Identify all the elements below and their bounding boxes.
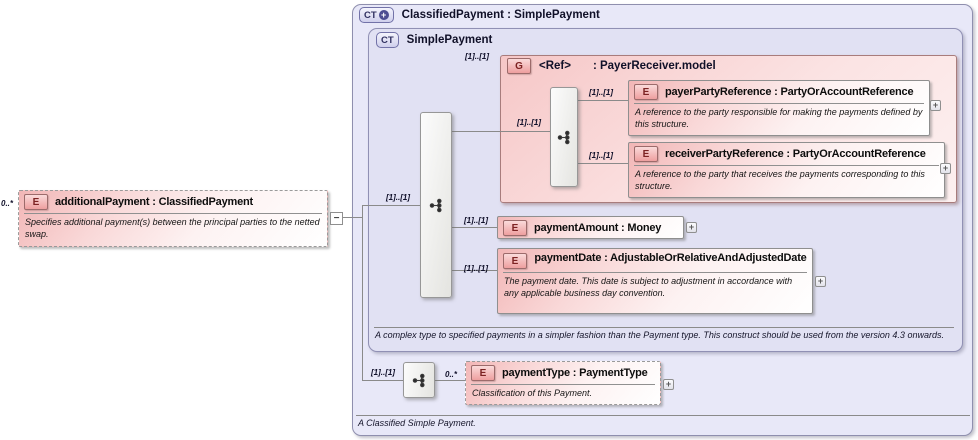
element-receiverpartyreference[interactable]: E receiverPartyReference : PartyOrAccoun… — [628, 142, 945, 198]
cardinality-paymentamount: [1]..[1] — [464, 216, 488, 225]
connector-line — [343, 217, 363, 218]
cardinality-payer: [1]..[1] — [589, 88, 613, 97]
cardinality-bottom-sequence: [1]..[1] — [371, 368, 395, 377]
cardinality-paymenttype: 0..* — [445, 370, 458, 379]
element-paymentdate[interactable]: E paymentDate : AdjustableOrRelativeAndA… — [497, 248, 813, 314]
basetype-annotation: A complex type to specified payments in … — [375, 330, 944, 340]
group-type: : PayerReceiver.model — [592, 60, 716, 72]
connector-line-paymentdate — [452, 270, 497, 271]
basetype-badge-label: CT — [381, 34, 394, 46]
cardinality-base-sequence: [1]..[1] — [386, 193, 410, 202]
element-doc: A reference to the party responsible for… — [635, 107, 923, 129]
connector-line-payer — [578, 100, 628, 101]
complextype-header: CT + ClassifiedPayment : SimplePayment — [359, 7, 600, 23]
cardinality-additionalpayment: 0..* — [1, 199, 14, 208]
element-title: receiverPartyReference : PartyOrAccountR… — [665, 148, 926, 160]
element-title: paymentType : PaymentType — [502, 367, 648, 379]
element-badge: E — [503, 253, 527, 269]
element-badge: E — [634, 146, 658, 162]
divider — [634, 103, 924, 104]
element-payerpartyreference[interactable]: E payerPartyReference : PartyOrAccountRe… — [628, 80, 930, 136]
divider — [24, 213, 322, 214]
cardinality-receiver: [1]..[1] — [589, 151, 613, 160]
divider — [503, 272, 807, 273]
footer-divider — [356, 415, 970, 416]
extension-plus-icon: + — [378, 10, 389, 20]
element-doc: Classification of this Payment. — [472, 388, 593, 398]
complextype-badge: CT + — [359, 7, 394, 23]
element-title: additionalPayment : ClassifiedPayment — [55, 196, 253, 208]
complextype-annotation: A Classified Simple Payment. — [358, 418, 476, 428]
basetype-title: SimplePayment — [406, 34, 493, 46]
expand-button-receiverpartyreference[interactable]: + — [940, 163, 951, 174]
cardinality-group-sequence: [1]..[1] — [517, 118, 541, 127]
expand-button-payerpartyreference[interactable]: + — [930, 100, 941, 111]
sequence-icon — [557, 130, 570, 144]
element-paymentamount[interactable]: E paymentAmount : Money — [497, 216, 684, 239]
basetype-badge: CT — [376, 32, 399, 48]
connector-line-base-sequence — [362, 205, 420, 206]
basetype-header: CT SimplePayment — [376, 32, 492, 48]
connector-line-paymentamount — [452, 227, 497, 228]
divider — [471, 384, 655, 385]
element-badge: E — [503, 220, 527, 236]
sequence-compositor-bottom[interactable] — [403, 362, 435, 398]
connector-line-group — [452, 131, 550, 132]
expand-button-paymentamount[interactable]: + — [686, 222, 697, 233]
collapse-button-additionalpayment[interactable]: − — [330, 212, 343, 225]
divider — [634, 165, 939, 166]
sequence-icon — [429, 198, 442, 212]
element-title: paymentAmount : Money — [534, 222, 662, 234]
complextype-title: ClassifiedPayment : SimplePayment — [401, 9, 600, 21]
group-header: G <Ref> : PayerReceiver.model — [507, 58, 716, 74]
cardinality-paymentdate: [1]..[1] — [464, 264, 488, 273]
connector-line-bottom-sequence — [362, 380, 403, 381]
element-additionalpayment[interactable]: E additionalPayment : ClassifiedPayment … — [18, 190, 328, 247]
sequence-compositor-base[interactable] — [420, 112, 452, 298]
element-paymenttype[interactable]: E paymentType : PaymentType Classificati… — [465, 361, 661, 405]
element-badge: E — [634, 84, 658, 100]
sequence-compositor-group[interactable] — [550, 87, 578, 187]
complextype-badge-label: CT — [364, 9, 377, 21]
connector-line-paymenttype — [435, 380, 465, 381]
group-name: <Ref> — [539, 60, 571, 72]
element-title: paymentDate : AdjustableOrRelativeAndAdj… — [534, 252, 807, 264]
element-doc: The payment date. This date is subject t… — [504, 276, 793, 298]
expand-button-paymenttype[interactable]: + — [663, 379, 674, 390]
sequence-icon — [412, 373, 425, 387]
cardinality-group: [1]..[1] — [465, 52, 489, 61]
element-badge: E — [24, 194, 48, 210]
element-doc: A reference to the party that receives t… — [635, 169, 925, 191]
element-doc: Specifies additional payment(s) between … — [25, 217, 320, 239]
expand-button-paymentdate[interactable]: + — [815, 276, 826, 287]
group-badge: G — [507, 58, 531, 74]
element-title: payerPartyReference : PartyOrAccountRefe… — [665, 86, 914, 98]
connector-line-receiver — [578, 163, 628, 164]
connector-trunk-line — [362, 205, 363, 381]
annotation-divider — [374, 327, 954, 328]
element-badge: E — [471, 365, 495, 381]
